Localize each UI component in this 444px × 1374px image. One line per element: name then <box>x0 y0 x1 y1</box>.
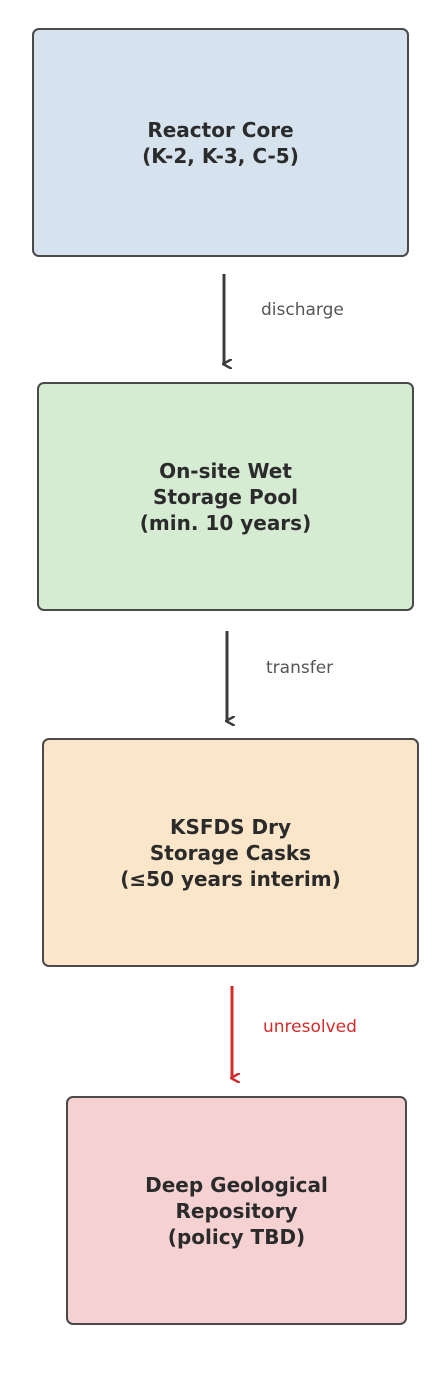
node-dry-storage-casks: KSFDS Dry Storage Casks (≤50 years inter… <box>42 738 419 967</box>
edge-label-transfer: transfer <box>266 658 334 678</box>
node-reactor-core-label: Reactor Core (K-2, K-3, C-5) <box>142 117 299 168</box>
node-dry-storage-casks-label: KSFDS Dry Storage Casks (≤50 years inter… <box>120 814 341 891</box>
node-geological-repository-label: Deep Geological Repository (policy TBD) <box>145 1172 328 1249</box>
node-wet-storage-pool: On-site Wet Storage Pool (min. 10 years) <box>37 382 414 611</box>
edge-label-unresolved: unresolved <box>263 1017 357 1037</box>
node-wet-storage-pool-label: On-site Wet Storage Pool (min. 10 years) <box>139 458 312 535</box>
node-reactor-core: Reactor Core (K-2, K-3, C-5) <box>32 28 409 257</box>
edge-label-discharge: discharge <box>261 300 344 320</box>
node-geological-repository: Deep Geological Repository (policy TBD) <box>66 1096 407 1325</box>
